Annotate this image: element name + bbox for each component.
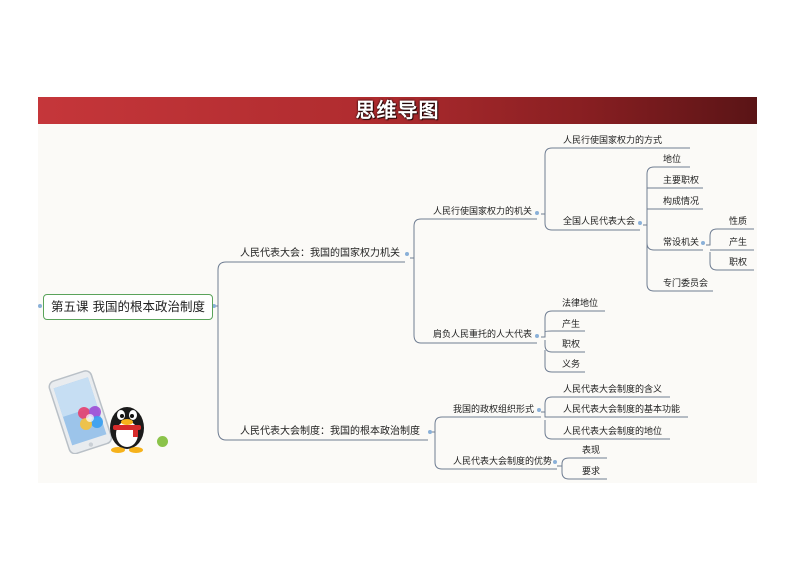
title-banner: 思维导图 — [38, 97, 757, 124]
decorative-dot — [157, 436, 168, 447]
leaf-node[interactable]: 义务 — [562, 360, 581, 370]
leaf-node[interactable]: 专门委员会 — [663, 279, 709, 289]
branch-dot — [535, 334, 539, 338]
leaf-node[interactable]: 产生 — [729, 238, 748, 248]
leaf-node[interactable]: 构成情况 — [663, 197, 700, 207]
leaf-node[interactable]: 法律地位 — [562, 299, 599, 309]
leaf-node[interactable]: 地位 — [663, 155, 682, 165]
leaf-node[interactable]: 主要职权 — [663, 176, 700, 186]
node-deputies[interactable]: 肩负人民重托的人大代表 — [433, 330, 533, 340]
page-title: 思维导图 — [355, 98, 440, 122]
node-way[interactable]: 人民行使国家权力的方式 — [563, 136, 663, 146]
branch-dot — [553, 460, 557, 464]
branch-dot — [428, 430, 432, 434]
leaf-node[interactable]: 职权 — [729, 258, 748, 268]
leaf-node[interactable]: 要求 — [582, 467, 601, 477]
root-right-dot — [212, 304, 216, 308]
node-organ[interactable]: 人民行使国家权力的机关 — [433, 207, 533, 217]
node-npc[interactable]: 全国人民代表大会 — [563, 217, 636, 227]
branch-dot — [701, 241, 705, 245]
node-advantage[interactable]: 人民代表大会制度的优势 — [453, 457, 553, 467]
leaf-node[interactable]: 产生 — [562, 320, 581, 330]
root-node[interactable]: 第五课 我国的根本政治制度 — [43, 294, 213, 320]
penguin-mascot — [110, 407, 144, 453]
leaf-node[interactable]: 人民代表大会制度的地位 — [563, 427, 663, 437]
branch-node-1[interactable]: 人民代表大会：我国的国家权力机关 — [240, 248, 400, 259]
leaf-node[interactable]: 常设机关 — [663, 238, 700, 248]
node-form[interactable]: 我国的政权组织形式 — [453, 405, 535, 415]
leaf-node[interactable]: 表现 — [582, 446, 601, 456]
root-left-dot — [38, 304, 42, 308]
leaf-node[interactable]: 职权 — [562, 340, 581, 350]
slide-background — [38, 97, 757, 483]
branch-dot — [405, 252, 409, 256]
branch-node-2[interactable]: 人民代表大会制度：我国的根本政治制度 — [240, 426, 420, 437]
branch-dot — [535, 211, 539, 215]
leaf-node[interactable]: 人民代表大会制度的含义 — [563, 385, 663, 395]
branch-dot — [638, 221, 642, 225]
branch-dot — [537, 408, 541, 412]
leaf-node[interactable]: 人民代表大会制度的基本功能 — [563, 405, 681, 415]
phone-illustration — [48, 370, 113, 454]
leaf-node[interactable]: 性质 — [729, 217, 748, 227]
